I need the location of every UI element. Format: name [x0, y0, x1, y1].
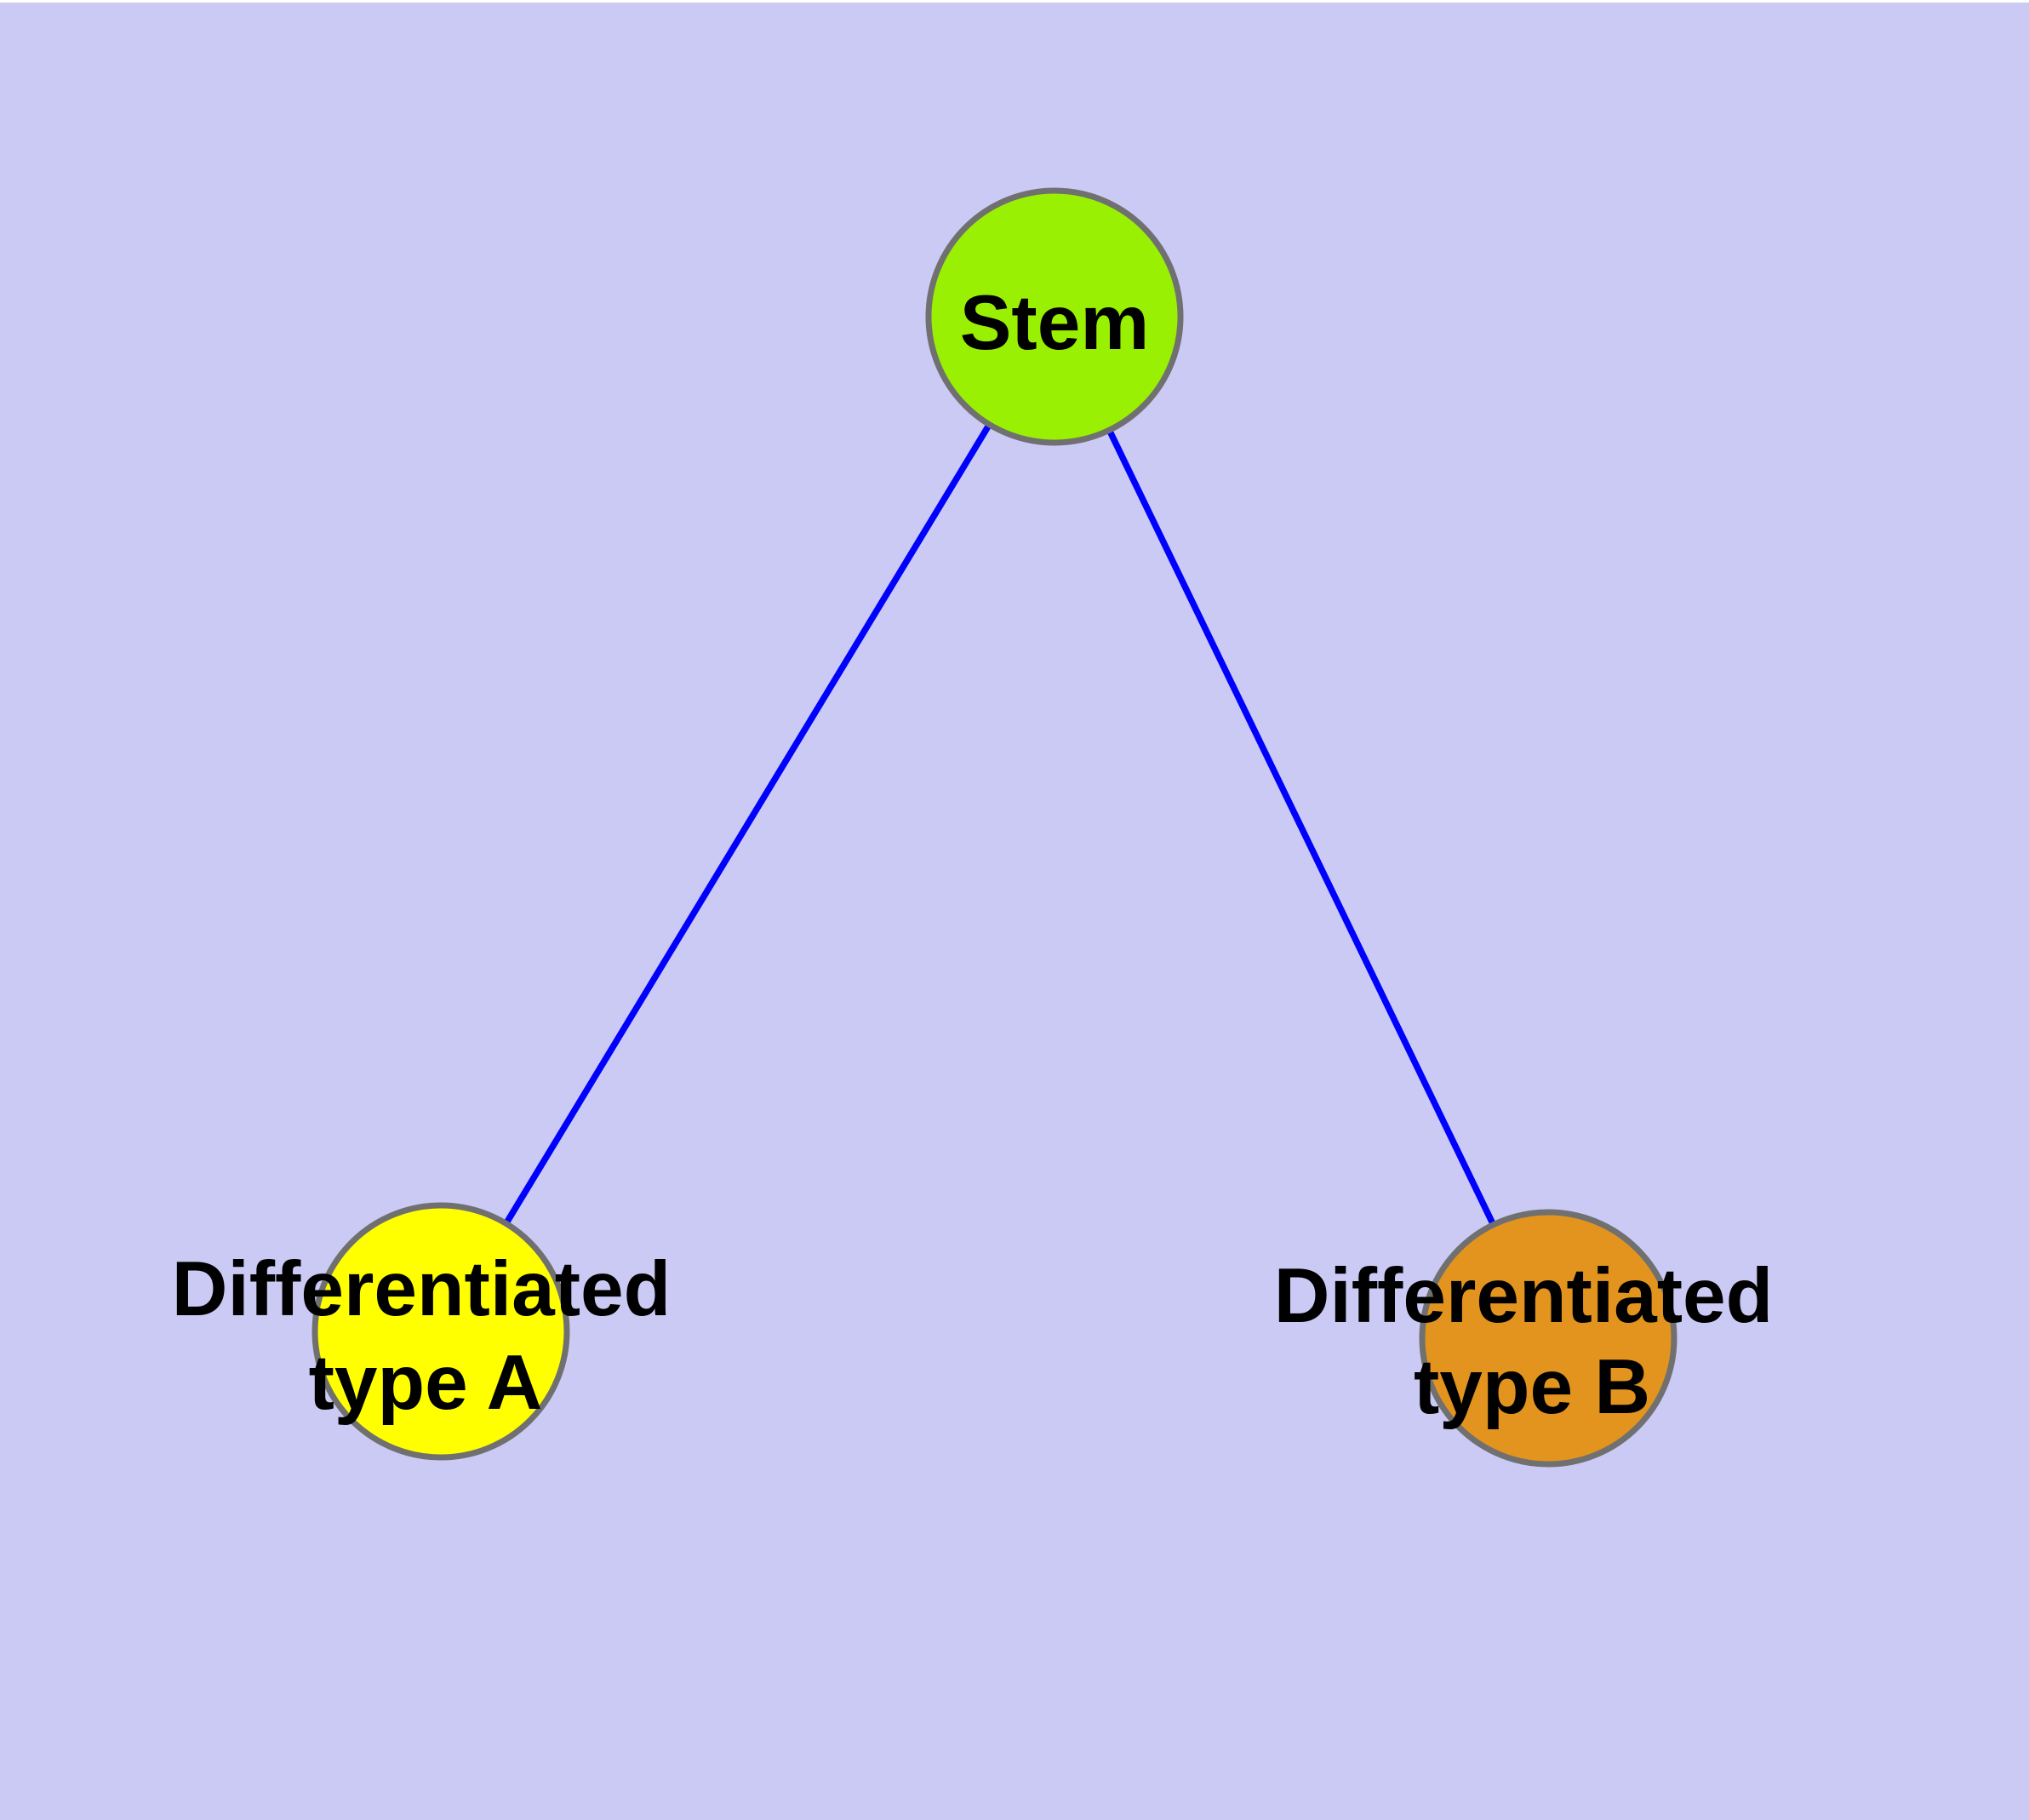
label-stem: Stem	[960, 280, 1150, 366]
nodes	[311, 187, 1677, 1468]
edge-stem-to-type-b	[1051, 315, 1552, 1340]
label-type-a-line2: type A	[309, 1340, 543, 1426]
edge-stem-to-type-a	[437, 315, 1058, 1333]
node-differentiated-type-a	[311, 1202, 570, 1461]
label-type-b-line1: Differentiated	[1274, 1253, 1774, 1339]
top-margin-strip	[0, 0, 2029, 3]
label-type-b-line2: type B	[1414, 1344, 1650, 1430]
node-differentiated-type-b	[1419, 1209, 1677, 1468]
node-labels: Stem Differentiated type A Differentiate…	[172, 280, 1774, 1430]
label-type-a-line1: Differentiated	[172, 1246, 672, 1332]
node-stem	[925, 187, 1184, 446]
edges	[437, 315, 1552, 1340]
